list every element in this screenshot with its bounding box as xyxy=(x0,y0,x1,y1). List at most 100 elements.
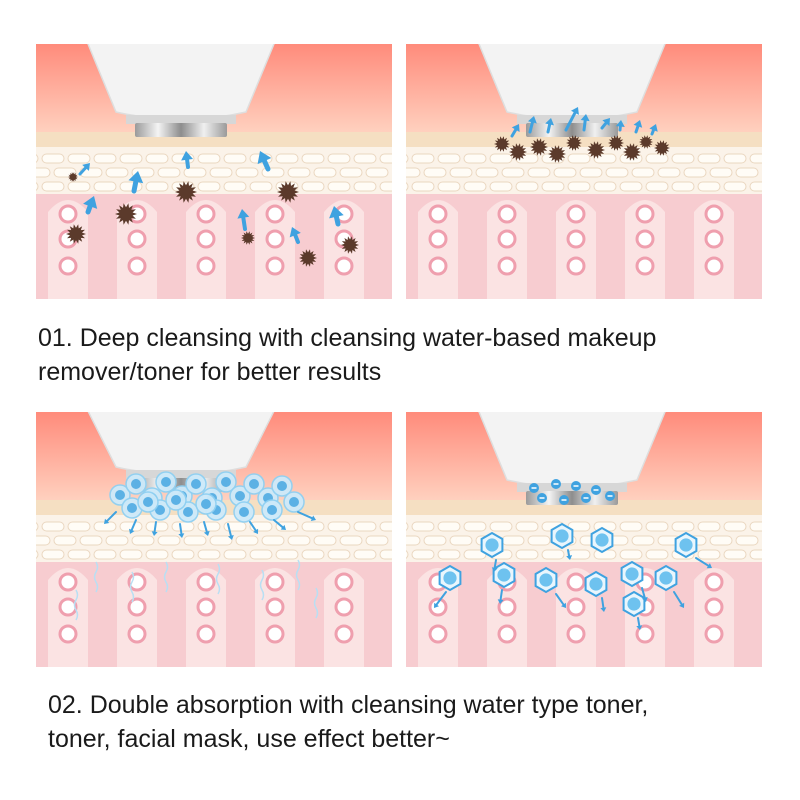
dermal-papillae xyxy=(48,568,364,667)
arrow-icon xyxy=(329,206,344,227)
ion-icon xyxy=(571,481,581,491)
arrow-icon xyxy=(257,151,272,172)
caption-step-2-line-2: toner, facial mask, use effect better~ xyxy=(48,725,450,753)
squiggle-icon xyxy=(295,559,301,591)
ion-icon xyxy=(529,483,539,493)
skin-cells xyxy=(36,521,392,560)
absorption-mist-illustration xyxy=(36,412,392,667)
nutrient-bubble-icon xyxy=(674,531,698,559)
water-bubble-icon xyxy=(215,471,237,493)
arrow-icon xyxy=(695,557,712,569)
squiggle-icon xyxy=(313,587,319,619)
arrow-icon xyxy=(434,591,447,608)
ion-icon xyxy=(581,493,591,503)
arrow-icon xyxy=(580,114,590,132)
caption-step-1-line-2: remover/toner for better results xyxy=(38,358,382,386)
dirt-particle-icon xyxy=(341,236,359,254)
water-bubble-icon xyxy=(137,491,159,513)
arrow-icon xyxy=(178,523,185,538)
ion-icon xyxy=(537,493,547,503)
arrow-icon xyxy=(673,591,685,608)
squiggle-icon xyxy=(129,571,135,603)
arrow-icon xyxy=(104,511,117,524)
nutrient-bubble-icon xyxy=(620,560,644,588)
squiggle-icon xyxy=(93,561,99,593)
ion-icon xyxy=(591,485,601,495)
arrow-icon xyxy=(636,617,643,630)
arrow-icon xyxy=(128,171,144,194)
caption-step-2: 02. Double absorption with cleansing wat… xyxy=(48,688,648,756)
dirt-particle-icon xyxy=(548,145,566,163)
arrow-icon xyxy=(564,107,579,132)
panel-absorption-mist xyxy=(36,412,392,667)
absorption-ions-illustration xyxy=(406,412,762,667)
arrow-icon xyxy=(78,163,90,176)
water-bubble-icon xyxy=(195,493,217,515)
caption-step-2-line-1: 02. Double absorption with cleansing wat… xyxy=(48,691,649,719)
water-bubble-icon xyxy=(233,501,255,523)
dirt-particle-icon xyxy=(175,181,197,203)
arrow-icon xyxy=(151,521,158,536)
nutrient-bubble-icon xyxy=(480,531,504,559)
squiggle-icon xyxy=(163,561,169,593)
dirt-particle-icon xyxy=(509,143,527,161)
nutrient-bubble-icon xyxy=(654,564,678,592)
panel-deep-cleansing-after xyxy=(406,44,762,299)
dermal-papillae xyxy=(418,568,734,667)
dirt-particle-icon xyxy=(299,249,317,267)
dirt-particle-icon xyxy=(639,135,653,149)
arrow-icon xyxy=(203,521,210,536)
squiggle-icon xyxy=(215,563,221,595)
dirt-particle-icon xyxy=(241,231,255,245)
water-bubble-icon xyxy=(185,473,207,495)
arrow-icon xyxy=(600,118,610,130)
arrow-icon xyxy=(545,118,554,134)
tan-layer xyxy=(406,500,762,516)
nutrient-bubble-icon xyxy=(622,590,646,618)
arrow-icon xyxy=(181,151,193,169)
nutrient-bubble-icon xyxy=(534,566,558,594)
tan-layer xyxy=(36,132,392,148)
water-bubble-icon xyxy=(155,471,177,493)
nutrient-bubble-icon xyxy=(590,526,614,554)
dirt-particle-icon xyxy=(654,140,670,156)
arrow-icon xyxy=(129,519,137,534)
arrow-icon xyxy=(289,227,301,244)
arrow-icon xyxy=(83,196,98,215)
skin-cells xyxy=(406,153,762,192)
nutrient-bubble-icon xyxy=(584,570,608,598)
arrow-icon xyxy=(273,519,286,530)
arrow-icon xyxy=(510,124,520,138)
ion-icon xyxy=(559,495,569,505)
dirt-particle-icon xyxy=(623,143,641,161)
arrow-icon xyxy=(497,589,504,604)
panel-absorption-ions xyxy=(406,412,762,667)
ion-icon xyxy=(551,479,561,489)
arrow-icon xyxy=(555,593,566,608)
nutrient-bubble-icon xyxy=(438,564,462,592)
dirt-particle-icon xyxy=(608,135,624,151)
arrow-icon xyxy=(227,523,234,540)
caption-step-1: 01. Deep cleansing with cleansing water-… xyxy=(38,321,656,389)
arrow-icon xyxy=(249,521,259,534)
dirt-particle-icon xyxy=(277,181,299,203)
dirt-particle-icon xyxy=(66,224,86,244)
caption-step-1-line-1: 01. Deep cleansing with cleansing water-… xyxy=(38,324,657,352)
cleansing-brush-icon xyxy=(87,44,275,137)
arrow-icon xyxy=(649,124,658,136)
water-bubble-icon xyxy=(229,485,251,507)
panel-deep-cleansing-before xyxy=(36,44,392,299)
deep-cleansing-after-illustration xyxy=(406,44,762,299)
nutrient-bubble-icon xyxy=(550,522,574,550)
dermal-papillae xyxy=(418,200,734,299)
dirt-particle-icon xyxy=(68,172,78,182)
arrow-icon xyxy=(491,559,498,572)
arrow-icon xyxy=(600,597,607,612)
water-bubble-icon xyxy=(165,489,187,511)
arrow-icon xyxy=(237,209,250,231)
water-bubble-icon xyxy=(283,491,305,513)
nutrient-bubble-icon xyxy=(492,561,516,589)
water-bubble-icon xyxy=(125,473,147,495)
arrow-icon xyxy=(566,549,573,560)
ion-icon xyxy=(605,491,615,501)
